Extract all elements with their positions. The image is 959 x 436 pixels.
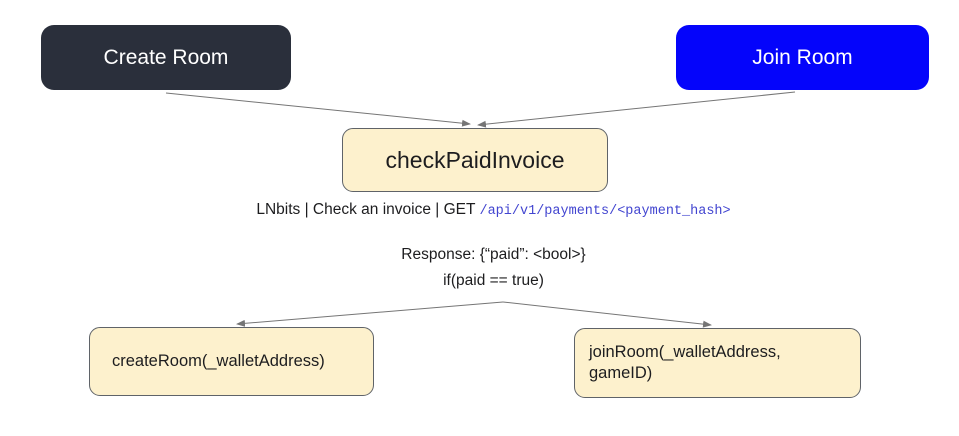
arrow-create-to-check: [165, 92, 471, 127]
join-room-button[interactable]: Join Room: [676, 25, 929, 90]
node-join-room-function[interactable]: joinRoom(_walletAddress, gameID): [574, 328, 861, 398]
create-room-button[interactable]: Create Room: [41, 25, 291, 90]
response-annotation: Response: {“paid”: <bool>}: [401, 246, 586, 263]
api-path-text: /api/v1/payments/<payment_hash>: [479, 204, 731, 219]
api-annotation: LNbits | Check an invoice | GET /api/v1/…: [28, 201, 959, 219]
arrow-cond-to-joinfn: [502, 301, 712, 328]
arrow-cond-to-createfn: [236, 301, 504, 327]
arrow-join-to-check: [477, 91, 796, 128]
node-check-paid-invoice[interactable]: checkPaidInvoice: [342, 128, 608, 192]
api-annotation-prefix: LNbits | Check an invoice | GET: [256, 201, 480, 218]
condition-annotation: if(paid == true): [443, 272, 544, 289]
node-create-room-function[interactable]: createRoom(_walletAddress): [89, 327, 374, 396]
